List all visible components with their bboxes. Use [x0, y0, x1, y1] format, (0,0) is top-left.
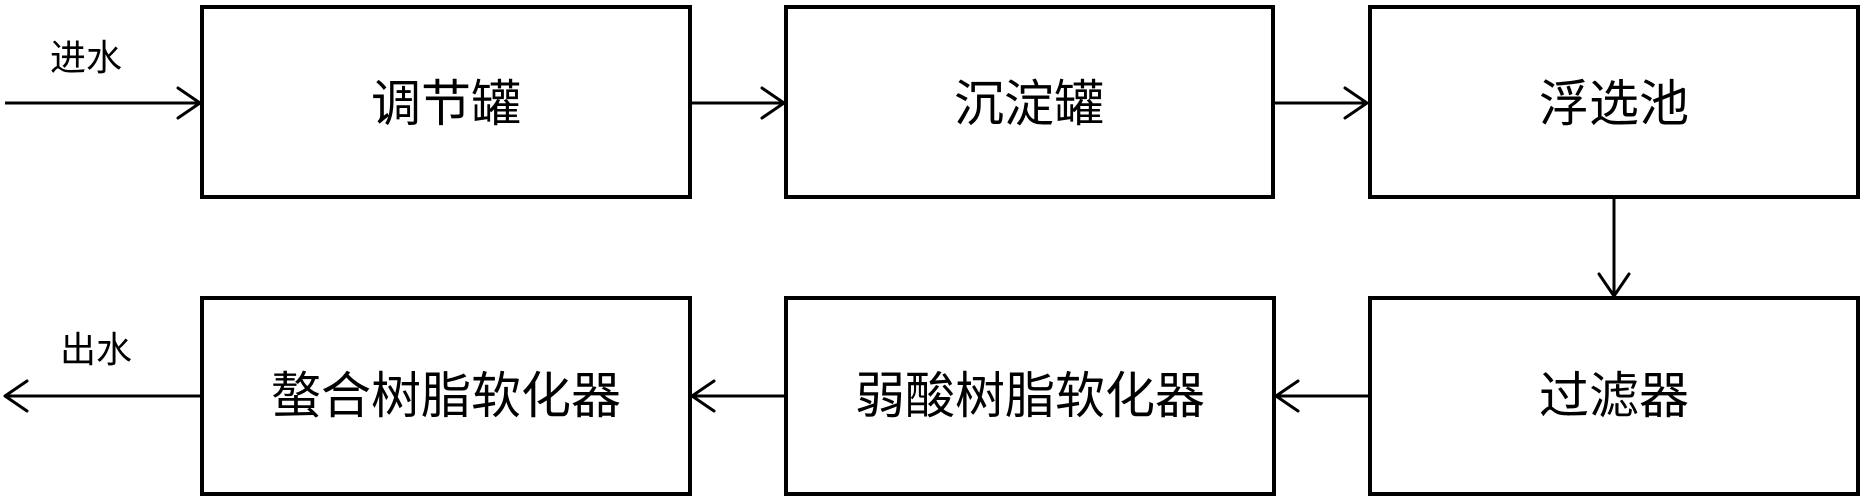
- node-label: 螯合树脂软化器: [271, 367, 621, 425]
- node-chelating-resin-softener: 螯合树脂软化器: [200, 296, 692, 496]
- node-label: 浮选池: [1539, 75, 1689, 133]
- node-weak-acid-resin-softener: 弱酸树脂软化器: [784, 296, 1276, 496]
- node-flotation-tank: 浮选池: [1368, 5, 1860, 199]
- arrow-head-2-3: [1343, 86, 1369, 120]
- node-label: 调节罐: [371, 75, 521, 133]
- node-label: 弱酸树脂软化器: [855, 367, 1205, 425]
- node-label: 过滤器: [1539, 367, 1689, 425]
- outlet-arrow-head: [3, 379, 29, 413]
- node-adjustment-tank: 调节罐: [200, 5, 692, 199]
- outlet-label: 出水: [60, 330, 132, 371]
- node-label: 沉淀罐: [954, 75, 1104, 133]
- node-sedimentation-tank: 沉淀罐: [784, 5, 1275, 199]
- node-filter: 过滤器: [1368, 296, 1860, 496]
- inlet-label: 进水: [50, 38, 122, 79]
